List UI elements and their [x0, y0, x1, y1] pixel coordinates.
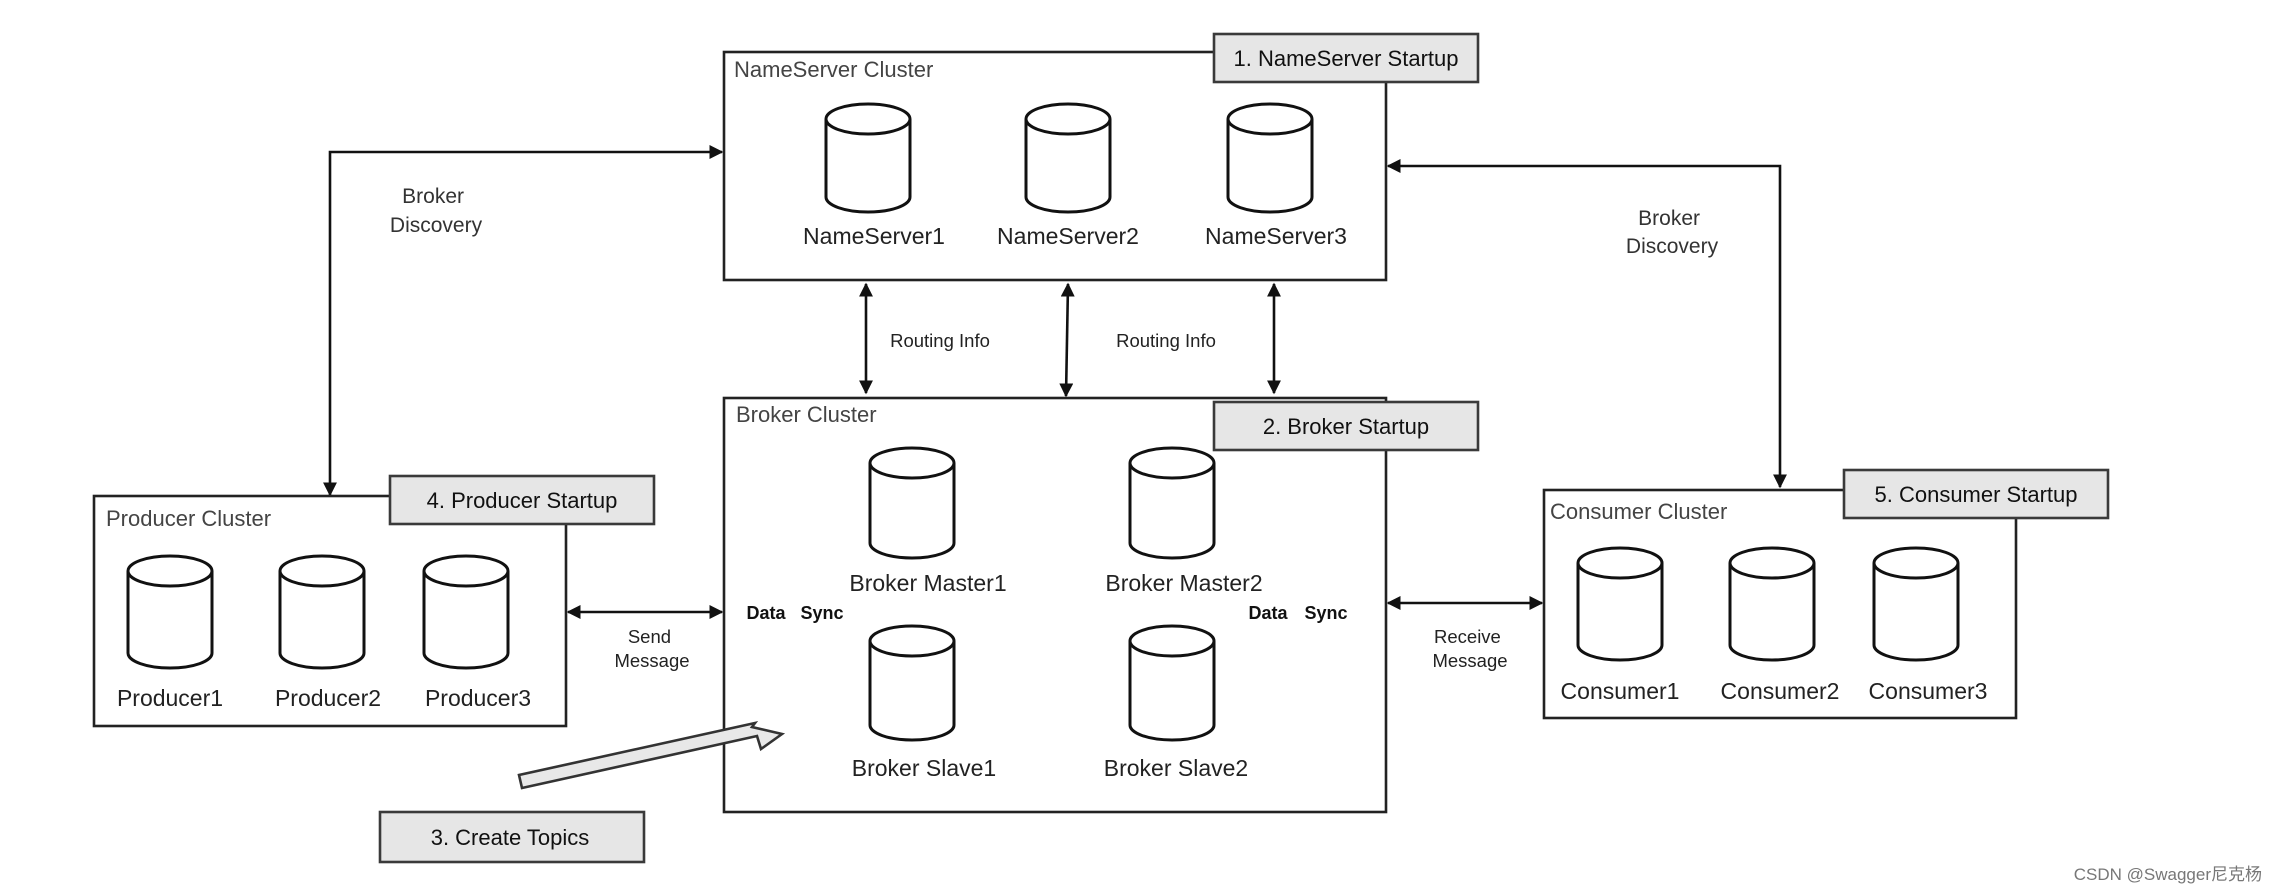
- producer-startup-badge: 4. Producer Startup: [388, 474, 656, 526]
- broker-master-1-label: Broker Master1: [849, 570, 1006, 596]
- nameserver-2: NameServer2: [997, 102, 1139, 249]
- create-topics-arrow: [517, 720, 786, 790]
- broker-discovery-right-line2: Discovery: [1626, 235, 1719, 258]
- data-sync-left-data: Data: [746, 603, 786, 623]
- create-topics-label: 3. Create Topics: [431, 825, 590, 850]
- receive-message-label: Receive Message: [1432, 626, 1507, 671]
- producer-2: Producer2: [275, 554, 381, 711]
- producer-1-label: Producer1: [117, 685, 223, 711]
- database-icon: [1128, 624, 1216, 742]
- database-icon: [126, 554, 214, 670]
- broker-slave-2-label: Broker Slave2: [1104, 755, 1248, 781]
- broker-startup-label: 2. Broker Startup: [1263, 414, 1429, 439]
- database-icon: [824, 102, 912, 214]
- producer-3-label: Producer3: [425, 685, 531, 711]
- consumer-2: Consumer2: [1721, 546, 1840, 704]
- send-message-line1: Send: [628, 626, 671, 647]
- database-icon: [1128, 446, 1216, 560]
- producer-startup-label: 4. Producer Startup: [427, 488, 618, 513]
- broker-master-1: Broker Master1: [849, 446, 1007, 596]
- routing-arrow-2: [1059, 282, 1075, 398]
- broker-cluster-title: Broker Cluster: [736, 402, 877, 427]
- nameserver-startup-badge: 1. NameServer Startup: [1212, 32, 1480, 84]
- broker-discovery-right-arrow: [1386, 159, 1787, 489]
- consumer-startup-badge: 5. Consumer Startup: [1842, 468, 2110, 520]
- broker-cluster: Broker Cluster Broker Master1 Broker Mas…: [722, 396, 1480, 814]
- create-topics: 3. Create Topics: [378, 720, 786, 864]
- consumer-1: Consumer1: [1561, 546, 1680, 704]
- broker-discovery-right-line1: Broker: [1638, 207, 1700, 230]
- consumer-2-label: Consumer2: [1721, 678, 1840, 704]
- nameserver-2-label: NameServer2: [997, 223, 1139, 249]
- nameserver-cluster-title: NameServer Cluster: [734, 57, 933, 82]
- database-icon: [868, 624, 956, 742]
- edge-labels: Routing Info Routing Info Broker Discove…: [390, 185, 1719, 671]
- database-icon: [422, 554, 510, 670]
- routing-info-left-label: Routing Info: [890, 330, 990, 351]
- producer-cluster: Producer Cluster Producer1 Producer2 Pro…: [92, 474, 656, 728]
- data-sync-right-sync: Sync: [1304, 603, 1347, 623]
- broker-discovery-left-line1: Broker: [402, 185, 464, 208]
- producer-1: Producer1: [117, 554, 223, 711]
- send-message-label: Send Message: [614, 626, 689, 671]
- data-sync-right-data: Data: [1248, 603, 1288, 623]
- broker-slave-2: Broker Slave2: [1104, 624, 1248, 781]
- database-icon: [1024, 102, 1112, 214]
- broker-discovery-left-line2: Discovery: [390, 214, 483, 237]
- nameserver-startup-label: 1. NameServer Startup: [1234, 46, 1459, 71]
- producer-cluster-title: Producer Cluster: [106, 506, 271, 531]
- database-icon: [1576, 546, 1664, 662]
- nameserver-cluster: NameServer Cluster NameServer1 NameServe…: [722, 32, 1480, 282]
- producer-3: Producer3: [422, 554, 531, 711]
- broker-startup-badge: 2. Broker Startup: [1212, 400, 1480, 452]
- consumer-cluster-title: Consumer Cluster: [1550, 499, 1727, 524]
- nameserver-1-label: NameServer1: [803, 223, 945, 249]
- broker-discovery-left-label: Broker Discovery: [390, 185, 483, 237]
- consumer-cluster: Consumer Cluster Consumer1 Consumer2 Con…: [1542, 468, 2110, 720]
- consumer-3: Consumer3: [1869, 546, 1988, 704]
- broker-discovery-left-arrow: [323, 145, 724, 497]
- consumer-3-label: Consumer3: [1869, 678, 1988, 704]
- database-icon: [1872, 546, 1960, 662]
- receive-message-line1: Receive: [1434, 626, 1501, 647]
- broker-master-2: Broker Master2: [1105, 446, 1263, 596]
- broker-slave-1: Broker Slave1: [852, 624, 996, 781]
- database-icon: [278, 554, 366, 670]
- database-icon: [1728, 546, 1816, 662]
- routing-info-right-label: Routing Info: [1116, 330, 1216, 351]
- receive-message-line2: Message: [1432, 650, 1507, 671]
- consumer-startup-label: 5. Consumer Startup: [1875, 482, 2078, 507]
- producer-2-label: Producer2: [275, 685, 381, 711]
- database-icon: [868, 446, 956, 560]
- broker-master-2-label: Broker Master2: [1105, 570, 1262, 596]
- nameserver-1: NameServer1: [803, 102, 945, 249]
- send-message-line2: Message: [614, 650, 689, 671]
- broker-discovery-right-label: Broker Discovery: [1626, 207, 1719, 258]
- watermark: CSDN @Swagger尼克杨: [2074, 865, 2262, 884]
- broker-slave-1-label: Broker Slave1: [852, 755, 996, 781]
- consumer-1-label: Consumer1: [1561, 678, 1680, 704]
- nameserver-3: NameServer3: [1205, 102, 1347, 249]
- data-sync-left-sync: Sync: [800, 603, 843, 623]
- nameserver-3-label: NameServer3: [1205, 223, 1347, 249]
- database-icon: [1226, 102, 1314, 214]
